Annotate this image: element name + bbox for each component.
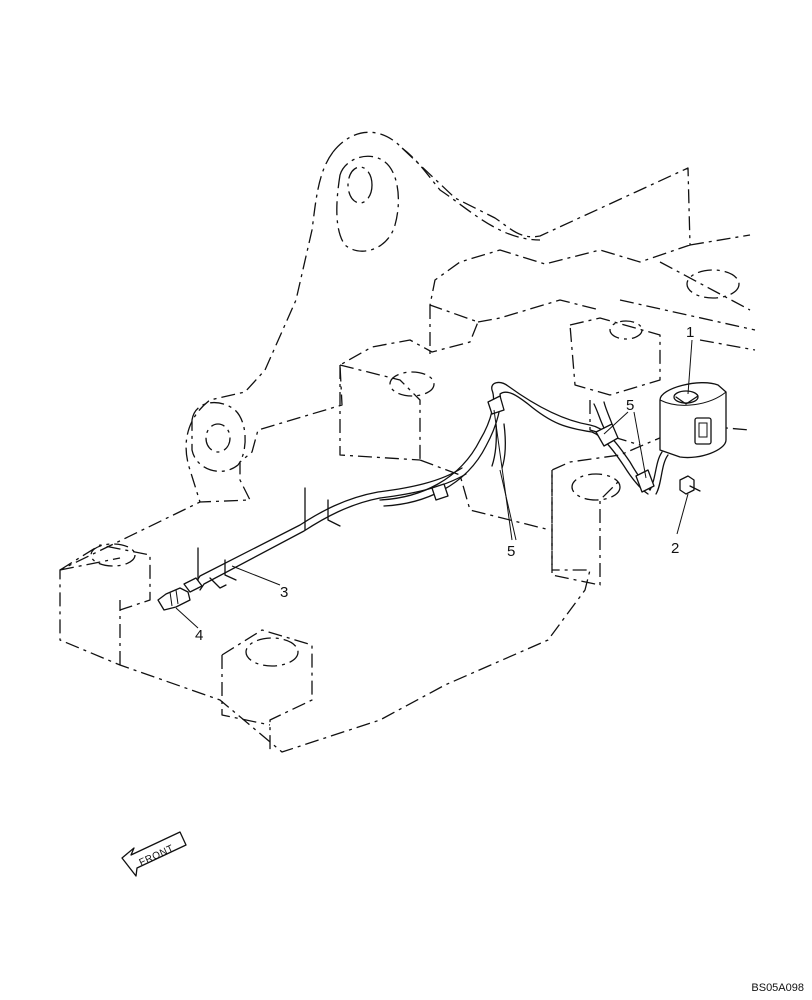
drawing-number: BS05A098 (751, 982, 804, 994)
leader-1 (687, 339, 693, 395)
washer-pump (694, 417, 712, 445)
callout-labels: 1 2 3 4 5 5 (195, 324, 694, 644)
leader-3 (231, 565, 281, 586)
washer-hoses (379, 381, 669, 507)
leader-4 (175, 607, 199, 629)
tank-cap (673, 390, 699, 404)
callout-5-lower: 5 (507, 543, 515, 560)
leader-5b-2 (499, 469, 517, 541)
leader-5a-1 (603, 411, 629, 435)
mounting-bolt (679, 475, 701, 495)
front-direction-arrow: FRONT (121, 831, 187, 877)
callout-4: 4 (195, 627, 203, 644)
leader-5b-1 (493, 409, 513, 541)
callout-3: 3 (280, 584, 288, 601)
callout-1: 1 (686, 324, 694, 341)
leader-lines (175, 339, 693, 629)
washer-tank (659, 382, 727, 459)
callout-5-upper: 5 (626, 397, 634, 414)
leader-2 (676, 493, 689, 535)
washer-pipe (195, 467, 467, 591)
pipe-connector (157, 577, 203, 611)
callout-2: 2 (671, 540, 679, 557)
leader-5a-2 (633, 411, 647, 479)
frame-phantom-outline (59, 131, 756, 753)
